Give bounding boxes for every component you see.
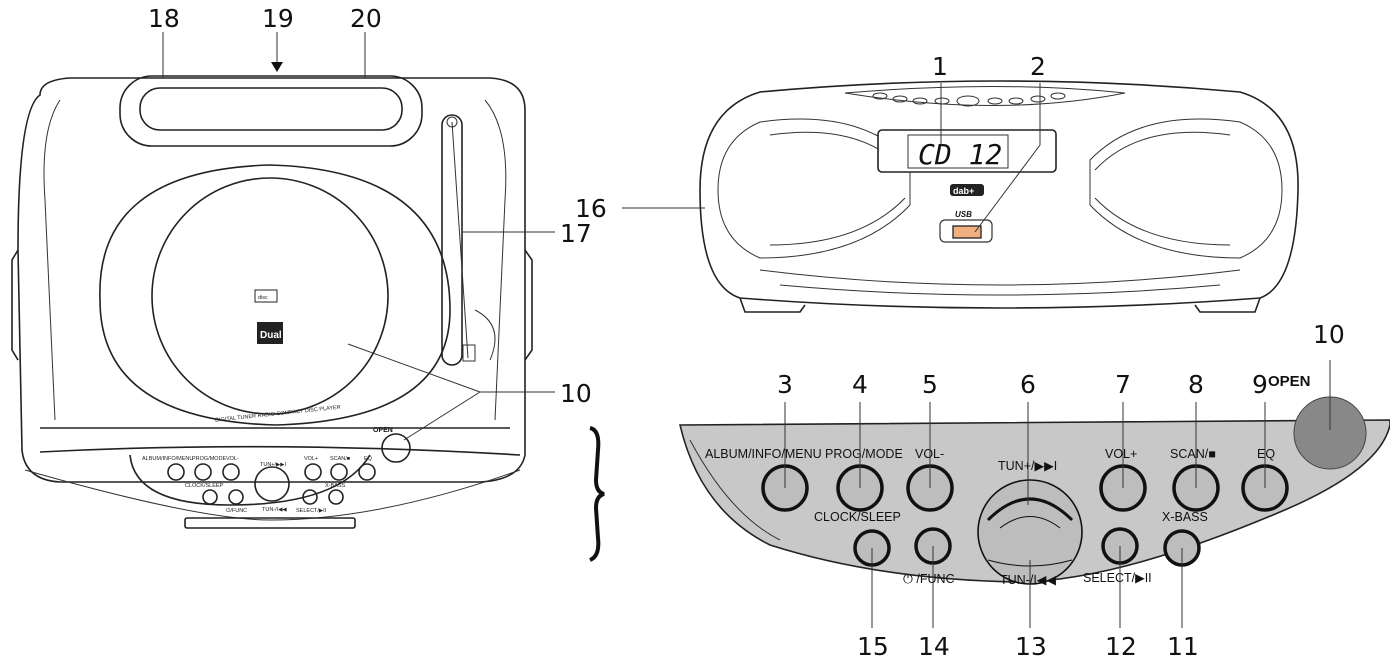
top-lbl-select: SELECT/▶II: [296, 508, 327, 514]
top-panel-labels: ALBUM/INFO/MENU PROG/MODE VOL- TUN+/▶▶I …: [142, 456, 373, 514]
brace-icon: [589, 426, 605, 562]
callout-5: 5: [922, 370, 938, 399]
cd-lid-outer[interactable]: [99, 164, 451, 426]
dab-logo: [950, 184, 984, 196]
top-btn-tun[interactable]: [254, 466, 290, 502]
front-base-curve: [759, 269, 1241, 296]
top-control-panel: [39, 427, 521, 506]
telescopic-antenna[interactable]: [441, 114, 496, 366]
lbl-scan: SCAN/■: [1170, 447, 1216, 461]
callout-4: 4: [852, 370, 868, 399]
open-label: OPEN: [373, 427, 393, 434]
top-btn-album[interactable]: [167, 463, 185, 481]
callout-18: 18: [148, 4, 180, 33]
callout-14: 14: [918, 632, 950, 661]
usb-port-surround: [939, 219, 993, 243]
top-btn-xbass[interactable]: [328, 489, 344, 505]
top-lbl-tunup: TUN+/▶▶I: [260, 462, 287, 468]
callout-10a: 10: [560, 379, 592, 408]
lbl-func: ⏻ /FUNC: [903, 572, 955, 586]
open-label-zoom: OPEN: [1268, 373, 1311, 390]
lbl-prog: PROG/MODE: [825, 447, 903, 461]
callout-1: 1: [932, 52, 948, 81]
panel-bottom-edge: [689, 439, 781, 541]
front-view: CD 12 dab+ USB: [622, 80, 1299, 313]
lbl-clock: CLOCK/SLEEP: [814, 510, 901, 524]
carry-handle[interactable]: [119, 75, 423, 147]
lbl-album: ALBUM/INFO/MENU: [705, 447, 822, 461]
top-lbl-clock: CLOCK/SLEEP: [185, 483, 224, 489]
lbl-select: SELECT/▶II: [1083, 571, 1152, 585]
top-lbl-volp: VOL+: [304, 456, 318, 462]
right-inner-contour: [484, 99, 507, 421]
top-btn-volp[interactable]: [304, 463, 322, 481]
arrow-19-icon: [271, 62, 283, 72]
top-btn-prog[interactable]: [194, 463, 212, 481]
speaker-grille: [717, 118, 1283, 259]
brand-logo-text: Dual: [260, 330, 282, 341]
open-button[interactable]: [381, 433, 411, 463]
top-btn-scan[interactable]: [330, 463, 348, 481]
front-top-buttons: [872, 92, 1066, 107]
top-view: disc Dual DIGITAL TUNER RADIO COMPACT DI…: [11, 32, 605, 562]
left-inner-contour: [43, 99, 61, 421]
callout-12: 12: [1105, 632, 1137, 661]
callout-11: 11: [1167, 632, 1199, 661]
cd-lid-window[interactable]: [151, 177, 389, 415]
brand-logo: [257, 322, 283, 344]
svg-text:disc: disc: [258, 295, 268, 301]
top-lbl-scan: SCAN/■: [330, 456, 350, 462]
front-base: [739, 297, 1261, 313]
callout-numbers: 18 19 20 16 17 10 1 2 10 3 4 5 6 7 8 9 1…: [148, 4, 1345, 661]
leader-10a-btn: [403, 391, 481, 441]
cd-slot-edge: [184, 517, 356, 529]
callout-8: 8: [1188, 370, 1204, 399]
right-side-bump: [524, 249, 533, 361]
callout-15: 15: [857, 632, 889, 661]
top-view-body: [17, 77, 526, 483]
top-btn-select[interactable]: [302, 489, 318, 505]
callout-13: 13: [1015, 632, 1047, 661]
top-btn-func[interactable]: [228, 489, 244, 505]
top-lbl-album: ALBUM/INFO/MENU: [142, 456, 193, 462]
callout-2: 2: [1030, 52, 1046, 81]
callout-16: 16: [575, 194, 607, 223]
leader-2: [974, 83, 1041, 233]
compact-disc-logo-icon: disc: [254, 289, 278, 303]
callout-9: 9: [1252, 370, 1268, 399]
dab-logo-text: dab+: [953, 186, 974, 196]
top-lbl-volm: VOL-: [226, 456, 239, 462]
grille-inner: [769, 131, 1231, 246]
top-btn-eq[interactable]: [358, 463, 376, 481]
callout-6: 6: [1020, 370, 1036, 399]
base-curve: [24, 469, 521, 521]
top-lbl-tundn: TUN-/I◀◀: [262, 507, 287, 513]
top-lbl-eq: EQ: [364, 456, 373, 462]
callout-10b: 10: [1313, 320, 1345, 349]
lbl-volp: VOL+: [1105, 447, 1137, 461]
callout-7: 7: [1115, 370, 1131, 399]
top-btn-clock[interactable]: [202, 489, 218, 505]
lcd-readout: CD 12: [918, 138, 1002, 171]
carry-handle-grip: [139, 87, 403, 131]
callout-20: 20: [350, 4, 382, 33]
control-panel-zoom: OPEN: [678, 360, 1390, 628]
callout-3: 3: [777, 370, 793, 399]
usb-port[interactable]: [952, 225, 982, 239]
lbl-xbass: X-BASS: [1162, 510, 1208, 524]
leader-10a-lid: [347, 343, 481, 393]
callout-19: 19: [262, 4, 294, 33]
lbl-tundn: TUN-/I◀◀: [1000, 573, 1056, 587]
top-btn-volm[interactable]: [222, 463, 240, 481]
top-lbl-func: ⏻/FUNC: [226, 507, 247, 514]
usb-label: USB: [955, 210, 972, 219]
top-panel-buttons: [167, 463, 376, 505]
lbl-eq: EQ: [1257, 447, 1275, 461]
top-lbl-prog: PROG/MODE: [192, 456, 227, 462]
left-side-bump: [11, 249, 19, 361]
lcd-display: [877, 129, 1057, 173]
lcd-inner: [907, 134, 1009, 169]
callout-17: 17: [560, 219, 592, 248]
top-lbl-xbass: X-BASS: [325, 483, 346, 489]
